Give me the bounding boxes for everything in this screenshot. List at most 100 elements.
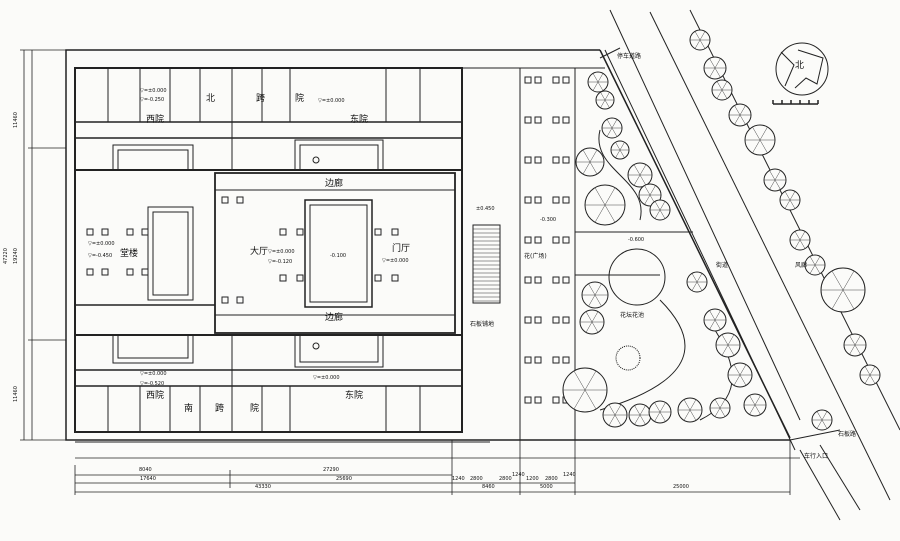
tree-branch [594,187,606,206]
dimension-text: 1200 [526,476,539,482]
tree-branch [614,404,622,416]
tree-branch [774,170,781,181]
tree-branch [774,179,781,190]
tree-branch [649,185,656,196]
column [236,296,244,304]
room-label: 东院 [345,391,364,401]
elevation-mark: -0.100 [330,253,347,259]
column [221,296,229,304]
elevation-mark: ▽=-0.250 [140,97,165,103]
tree-branch [594,294,602,307]
plaza-column [534,116,542,124]
plaza-column [534,76,542,84]
north-arrow-icon [775,42,829,96]
tree-branch [691,281,698,291]
elevation-mark: ▽=±0.000 [268,249,295,255]
tree-branch [699,31,706,41]
plaza-column [534,156,542,164]
room-partitions [107,68,421,432]
plaza-column [524,316,532,324]
plaza-column [562,156,570,164]
plaza-column [552,156,560,164]
scale-bar [772,100,819,105]
tree-branch [604,187,616,206]
tree-branch [864,366,871,376]
tree-branch [854,335,861,346]
tree-branch [749,395,756,406]
tree-branch [739,374,747,386]
tree-branch [573,370,586,391]
dimension-text: 17640 [140,476,156,482]
column [86,228,94,236]
elevation-mark: ▽=±0.000 [318,98,345,104]
site-label: 石板铺地 [470,321,495,328]
dimension-text: 8460 [482,484,495,490]
room-label: 南 [184,404,194,414]
tree-branch [754,395,761,406]
tree-branch [591,321,599,333]
room-label: 跨 [215,404,225,414]
tree-branch [719,399,726,409]
site-label: 石板路 [838,431,857,438]
tree-branch [597,81,604,91]
plaza-column [534,276,542,284]
site-label: 风廊 [795,262,808,269]
room-label: 跨 [256,94,266,104]
tree-branch [608,414,616,426]
tree-branch [721,81,728,91]
plaza-column [524,396,532,404]
tree-branch [733,364,741,376]
tree-branch [719,407,726,417]
tree-branch [639,405,646,416]
tree-branch [611,127,618,137]
site-label: 花坛花池 [620,312,645,319]
tree-branch [633,174,641,186]
elevation-mark: ±0.450 [476,206,495,212]
tree-branch [615,149,621,158]
tree-branch [582,161,591,175]
tree-branch [794,239,801,249]
dimension-text: 2800 [499,476,512,482]
column [296,274,304,282]
plaza-column [534,396,542,404]
tree-branch [589,149,598,163]
plaza-column [562,116,570,124]
tree-branch [654,402,661,413]
tree-branch [849,344,856,355]
tree-branch [831,270,844,291]
site-label: 停车道路 [617,53,642,60]
plaza-column [524,236,532,244]
tree-branch [714,399,721,409]
tree-branch [721,344,729,356]
room-label: 门厅 [392,244,411,254]
site-boundary [65,47,791,443]
tree-branch [606,119,613,129]
room-label: 院 [250,404,260,414]
tree-branch [739,114,746,125]
tree-branch [739,364,747,376]
column [101,228,109,236]
tree-branch [831,289,844,310]
tree-branch [606,127,613,137]
tree-branch [821,411,828,421]
room-label: 西院 [146,391,165,401]
tree-branch [600,99,606,108]
dimension-text: 1240 [563,472,576,478]
column [296,228,304,236]
tree-branch [849,335,856,346]
paving-outline [472,224,501,304]
plaza-column [552,236,560,244]
tree-branch [816,411,823,421]
tree-branch [799,239,806,249]
tree-branch [714,407,721,417]
tree-branch [809,256,816,266]
tree-branch [734,114,741,125]
tree-branch [591,311,599,323]
tree-branch [588,294,596,307]
column [221,196,229,204]
tree-branch [869,366,876,376]
tree-branch [589,161,598,175]
elevation-mark: -0.300 [540,217,557,223]
tree-branch [592,81,599,91]
